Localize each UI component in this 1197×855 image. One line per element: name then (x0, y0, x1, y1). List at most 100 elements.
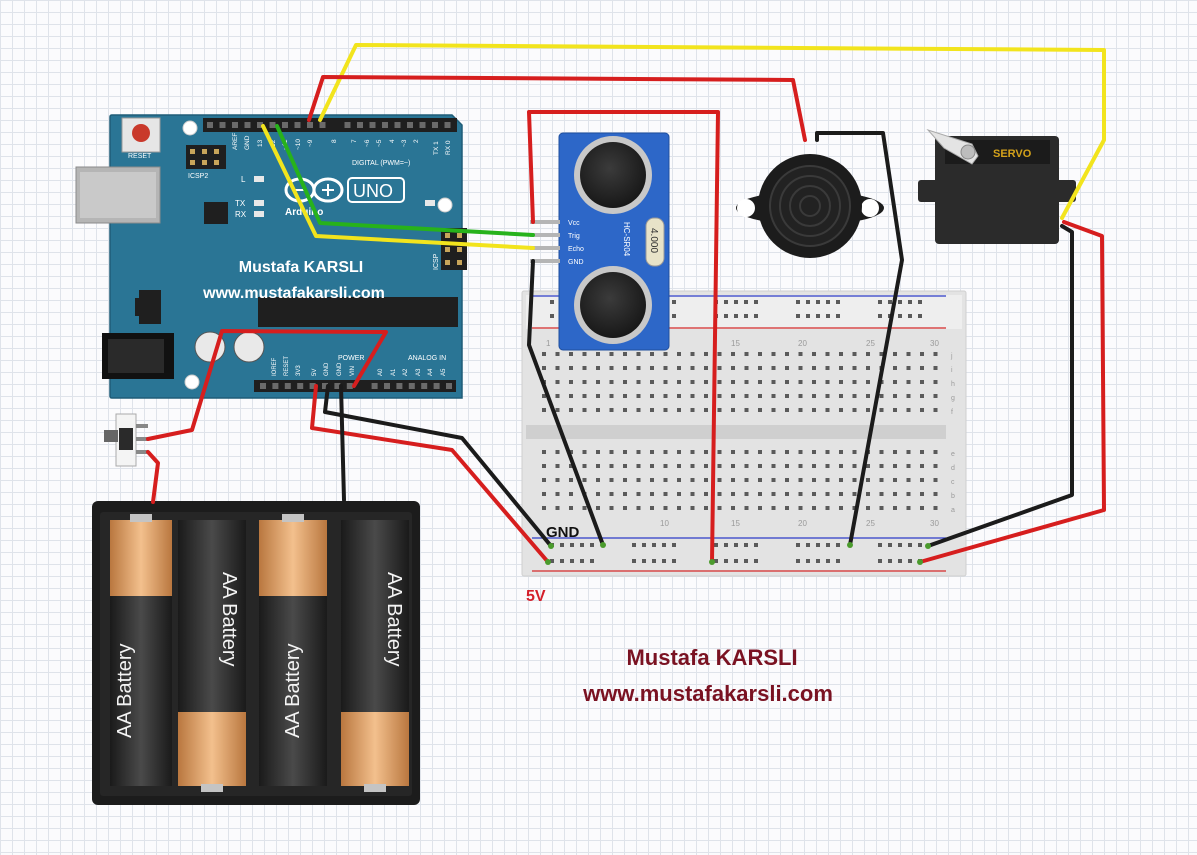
hole (677, 506, 681, 510)
hole (731, 366, 735, 370)
reset-button[interactable] (121, 117, 161, 153)
hole (650, 478, 654, 482)
hole (650, 450, 654, 454)
hole (623, 366, 627, 370)
hole (569, 408, 573, 412)
hole (744, 543, 748, 547)
hole (744, 394, 749, 398)
hole (758, 366, 762, 370)
hole (879, 408, 884, 412)
hole (836, 300, 840, 304)
hole (717, 352, 722, 356)
hole (920, 394, 924, 398)
hole (704, 450, 708, 454)
aa-battery-4 (341, 520, 409, 792)
pin-label-a5: A5 (441, 368, 447, 376)
hole (542, 506, 546, 510)
battery-label-1: AA Battery (114, 644, 136, 739)
hole (816, 314, 820, 318)
arduino-uno-board: RESET ICSP2 AREF GND 13 12 ~11 ~10 ~9 8 … (75, 114, 467, 399)
hole (542, 366, 546, 370)
hole (542, 492, 546, 496)
hole (717, 492, 722, 496)
hole (731, 492, 735, 496)
hole (663, 492, 668, 496)
hole (623, 506, 627, 510)
wire-black-buzzer-gnd (815, 131, 904, 547)
bb-col-30: 30 (930, 339, 939, 348)
power-label: POWER (338, 355, 364, 362)
hole (690, 506, 695, 510)
hole (582, 450, 587, 454)
breadboard-holes (542, 300, 938, 563)
hole (731, 506, 735, 510)
hole (596, 366, 600, 370)
hole (663, 408, 668, 412)
hole (731, 380, 735, 384)
hole (825, 450, 830, 454)
mounting-hole (437, 197, 453, 213)
pin-label-a2: A2 (403, 368, 409, 376)
hole (623, 478, 627, 482)
hole (908, 314, 912, 318)
hole (555, 380, 560, 384)
bb-row-e: e (951, 451, 955, 458)
hole (662, 559, 666, 563)
hole (690, 492, 695, 496)
uno-badge (347, 177, 405, 203)
hole (866, 366, 870, 370)
hole (906, 366, 911, 370)
digital-header-pins (207, 122, 451, 128)
hole (920, 366, 924, 370)
hole (796, 559, 800, 563)
hole (918, 314, 922, 318)
analog-label: ANALOG IN (408, 355, 446, 362)
hole (560, 559, 564, 563)
hole (663, 394, 668, 398)
hole (542, 352, 546, 356)
hole (920, 506, 924, 510)
hole (272, 383, 279, 389)
icsp-header: ICSP (433, 228, 467, 270)
hole (569, 478, 573, 482)
hole (319, 122, 326, 128)
hole (555, 352, 560, 356)
hole (569, 366, 573, 370)
hole (642, 543, 646, 547)
hole (888, 559, 892, 563)
capacitor (233, 331, 265, 363)
hole (542, 478, 546, 482)
bb-row-c: c (951, 479, 955, 486)
bb-row-h: h (951, 381, 955, 388)
hole (933, 478, 938, 482)
hole (744, 314, 748, 318)
hole (623, 492, 627, 496)
hole (920, 352, 924, 356)
hole (704, 352, 708, 356)
hole (731, 408, 735, 412)
hole (570, 543, 574, 547)
reset-button-cap[interactable] (132, 124, 150, 142)
hole (717, 464, 722, 468)
hole (744, 464, 749, 468)
hole (596, 380, 600, 384)
hole (369, 122, 376, 128)
hole (825, 394, 830, 398)
hole (758, 506, 762, 510)
hole (798, 478, 803, 482)
hole (623, 408, 627, 412)
hole (918, 300, 922, 304)
hole (933, 408, 938, 412)
hole (771, 380, 776, 384)
hole (785, 450, 789, 454)
hole (812, 506, 816, 510)
hole (663, 450, 668, 454)
hole (852, 478, 857, 482)
hole (758, 464, 762, 468)
hole (609, 492, 614, 496)
hole (569, 492, 573, 496)
slide-switch[interactable] (104, 413, 148, 467)
battery-label-4: AA Battery (383, 572, 405, 667)
hole (826, 314, 830, 318)
hole (421, 383, 428, 389)
